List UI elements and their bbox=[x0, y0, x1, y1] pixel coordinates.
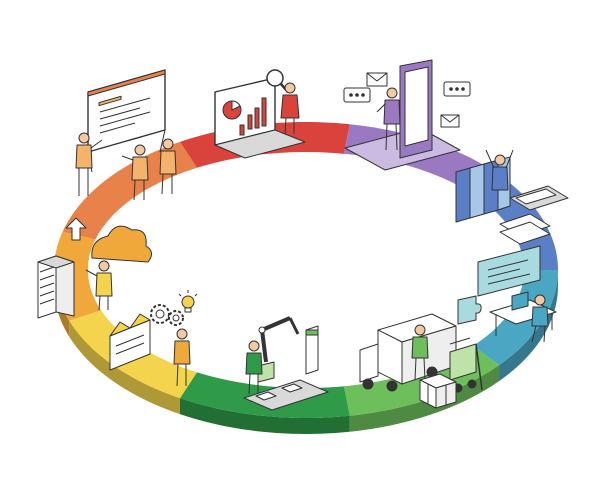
audience-person bbox=[159, 138, 177, 195]
businessman-person bbox=[376, 87, 401, 151]
strategy-scene bbox=[75, 69, 177, 201]
engineer-person bbox=[85, 260, 113, 311]
ring-wall-manufacturing-idea bbox=[69, 320, 180, 415]
binder-icon bbox=[455, 156, 511, 223]
cloud-scene bbox=[37, 217, 152, 319]
worker-person bbox=[411, 324, 429, 381]
lightbulb-icon bbox=[178, 290, 198, 313]
analyst-person bbox=[280, 82, 300, 135]
mail-icon bbox=[366, 72, 388, 87]
logistics-scene bbox=[359, 313, 483, 409]
paper-stack bbox=[499, 213, 551, 245]
accounting-scene bbox=[455, 149, 569, 245]
manufacturing-scene bbox=[109, 290, 198, 387]
puzzle-icon bbox=[457, 295, 482, 325]
gear-icon bbox=[150, 304, 170, 324]
whiteboard-icon bbox=[87, 69, 166, 173]
chat-bubble-icon bbox=[343, 87, 371, 103]
ring-wall-logistics-delivery bbox=[349, 365, 500, 432]
development-scene bbox=[457, 245, 557, 343]
audience-person bbox=[121, 144, 149, 201]
ring-wall-factory-automation bbox=[180, 398, 350, 434]
server-rack-icon bbox=[37, 255, 75, 319]
presenter-person bbox=[75, 132, 103, 196]
mail-icon bbox=[440, 114, 460, 128]
upload-arrow-icon bbox=[65, 217, 87, 241]
smartphone-icon bbox=[344, 59, 461, 171]
chat-bubble-icon bbox=[443, 81, 471, 97]
communication-scene bbox=[343, 59, 471, 171]
analysis-scene bbox=[214, 69, 306, 159]
ring-wall-cloud-data-storage bbox=[54, 270, 70, 337]
operator-person bbox=[245, 340, 263, 395]
gear-icon bbox=[168, 310, 184, 326]
conveyor-belt bbox=[243, 379, 329, 411]
factory-icon bbox=[109, 313, 151, 371]
desk bbox=[489, 291, 557, 336]
cargo-boxes bbox=[419, 373, 457, 409]
thinking-person bbox=[173, 328, 191, 387]
monitor-code-icon bbox=[477, 245, 541, 297]
cheering-person bbox=[485, 149, 514, 191]
calculator-icon bbox=[509, 185, 569, 211]
laptop-chart-icon bbox=[214, 77, 306, 159]
forklift-icon bbox=[449, 337, 483, 393]
developer-person bbox=[531, 294, 549, 343]
cloud-icon bbox=[91, 225, 152, 263]
control-tower bbox=[305, 325, 319, 375]
automation-scene bbox=[243, 316, 329, 411]
